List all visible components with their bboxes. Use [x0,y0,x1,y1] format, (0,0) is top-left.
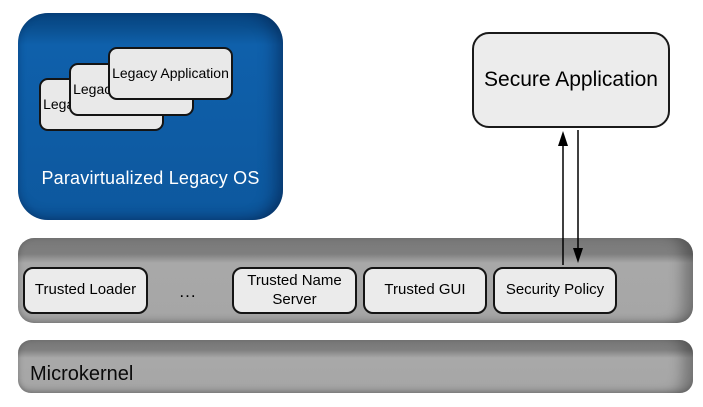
secure-application-box: Secure Application [472,32,670,128]
legacy-application-label: Legacy Application [112,64,229,81]
ellipsis-label: ... [179,282,197,301]
trusted-services-bar: Trusted Loader ... Trusted Name Server T… [18,238,693,323]
trusted-name-server-box: Trusted Name Server [232,267,357,314]
trusted-gui-box: Trusted GUI [363,267,487,314]
security-policy-label: Security Policy [505,281,605,299]
microkernel-label: Microkernel [30,363,134,385]
trusted-name-server-label: Trusted Name Server [247,271,342,308]
legacy-application-box-front: Legacy Application [108,47,233,100]
secure-application-label: Secure Application [484,68,658,92]
trusted-loader-box: Trusted Loader [23,267,148,314]
paravirtualized-legacy-os-block: Legacy Application Legacy Application Le… [18,13,283,220]
microkernel-bar: Microkernel [18,340,693,393]
trusted-gui-label: Trusted GUI [384,281,466,299]
paravirtualized-legacy-os-label: Paravirtualized Legacy OS [41,168,260,188]
trusted-loader-label: Trusted Loader [34,281,137,299]
security-policy-box: Security Policy [493,267,617,314]
